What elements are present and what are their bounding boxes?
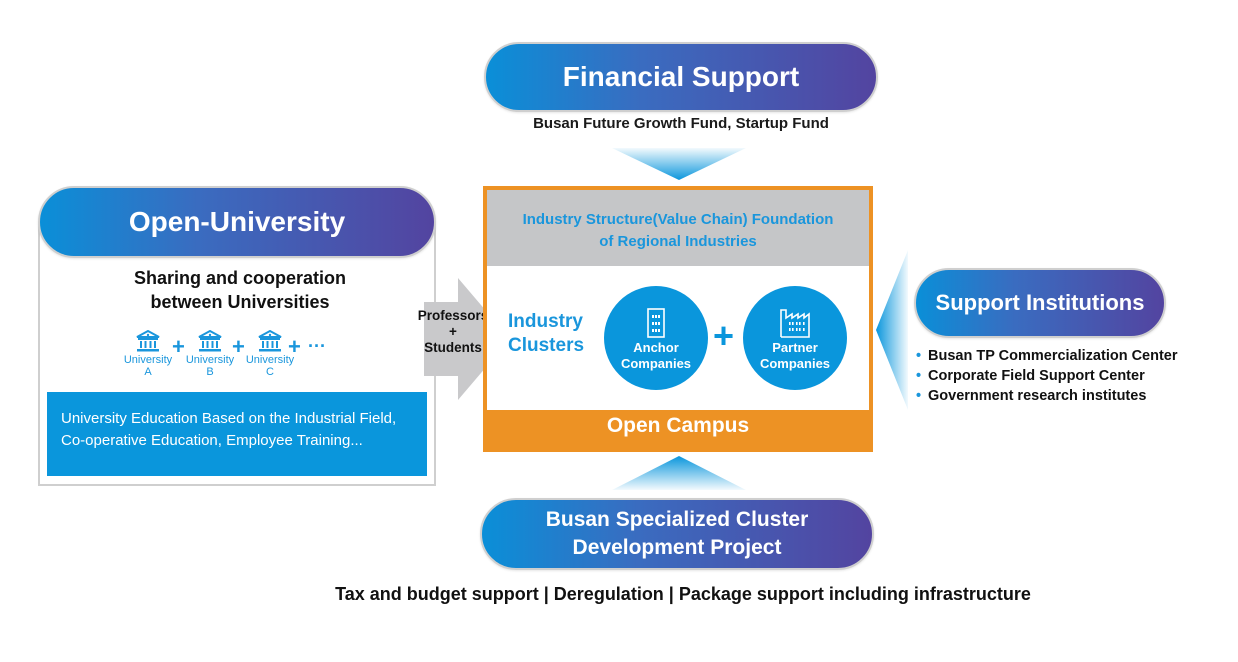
right-arrow-icon bbox=[424, 278, 510, 400]
value-chain-foundation: Industry Structure(Value Chain) Foundati… bbox=[487, 190, 869, 266]
support-institutions-list: Busan TP Commercialization Center Corpor… bbox=[916, 346, 1216, 406]
university-building-icon bbox=[136, 330, 160, 352]
cluster-project-title-2: Development Project bbox=[572, 536, 782, 559]
university-building-icon bbox=[258, 330, 282, 352]
partner-line-1: Partner bbox=[772, 340, 818, 355]
professors-students-label: Professors + Students bbox=[408, 308, 498, 356]
list-item: Government research institutes bbox=[916, 386, 1216, 406]
financial-support-title: Financial Support bbox=[562, 61, 800, 92]
education-line-1: University Education Based on the Indust… bbox=[61, 410, 397, 427]
open-university-title: Open-University bbox=[128, 206, 346, 237]
partner-line-2: Companies bbox=[759, 356, 831, 371]
clusters-line-1: Industry bbox=[508, 311, 583, 332]
office-building-icon bbox=[647, 308, 665, 338]
plus-text: + bbox=[449, 324, 457, 339]
university-building-icon bbox=[198, 330, 222, 352]
factory-icon bbox=[780, 309, 810, 338]
heading-line-2: between Universities bbox=[150, 292, 330, 312]
anchor-companies-circle: Anchor Companies bbox=[604, 286, 708, 390]
up-arrow-icon bbox=[612, 456, 746, 490]
support-institutions-title: Support Institutions bbox=[935, 290, 1145, 315]
education-line-2: Co-operative Education, Employee Trainin… bbox=[61, 432, 363, 449]
university-label: University bbox=[185, 354, 235, 366]
financial-support-pill: Financial Support bbox=[484, 42, 878, 112]
plus-icon: + bbox=[232, 334, 245, 359]
open-campus-title: Open Campus bbox=[606, 414, 750, 437]
cluster-project-pill: Busan Specialized Cluster Development Pr… bbox=[480, 498, 874, 570]
down-arrow-icon bbox=[612, 148, 746, 180]
university-label: University bbox=[123, 354, 173, 366]
plus-icon: + bbox=[713, 315, 735, 356]
professors-text: Professors bbox=[417, 308, 489, 323]
support-institutions-pill: Support Institutions bbox=[914, 268, 1166, 338]
university-letter: A bbox=[144, 366, 152, 378]
cluster-project-title-1: Busan Specialized Cluster bbox=[545, 508, 809, 531]
university-label: University bbox=[245, 354, 295, 366]
anchor-line-1: Anchor bbox=[633, 340, 679, 355]
foundation-line-2: of Regional Industries bbox=[599, 233, 757, 250]
cluster-project-subtitle: Tax and budget support | Deregulation | … bbox=[335, 584, 1031, 604]
partner-companies-circle: Partner Companies bbox=[743, 286, 847, 390]
students-text: Students bbox=[424, 340, 482, 355]
open-university-pill: Open-University bbox=[38, 186, 436, 258]
foundation-line-1: Industry Structure(Value Chain) Foundati… bbox=[522, 211, 834, 228]
industry-clusters-label: Industry Clusters bbox=[508, 310, 598, 358]
university-letter: C bbox=[266, 366, 274, 378]
clusters-line-2: Clusters bbox=[508, 335, 585, 356]
plus-icon: + bbox=[288, 334, 301, 359]
ellipsis-icon: ··· bbox=[308, 336, 326, 356]
financial-support-subtitle: Busan Future Growth Fund, Startup Fund bbox=[533, 115, 829, 132]
list-item: Busan TP Commercialization Center bbox=[916, 346, 1216, 366]
education-description: University Education Based on the Indust… bbox=[47, 392, 427, 476]
university-letter: B bbox=[206, 366, 214, 378]
plus-icon: + bbox=[172, 334, 185, 359]
list-item: Corporate Field Support Center bbox=[916, 366, 1216, 386]
left-arrow-icon bbox=[876, 250, 908, 410]
open-university-heading: Sharing and cooperation between Universi… bbox=[38, 266, 442, 314]
anchor-line-2: Companies bbox=[620, 356, 692, 371]
heading-line-1: Sharing and cooperation bbox=[133, 268, 347, 288]
